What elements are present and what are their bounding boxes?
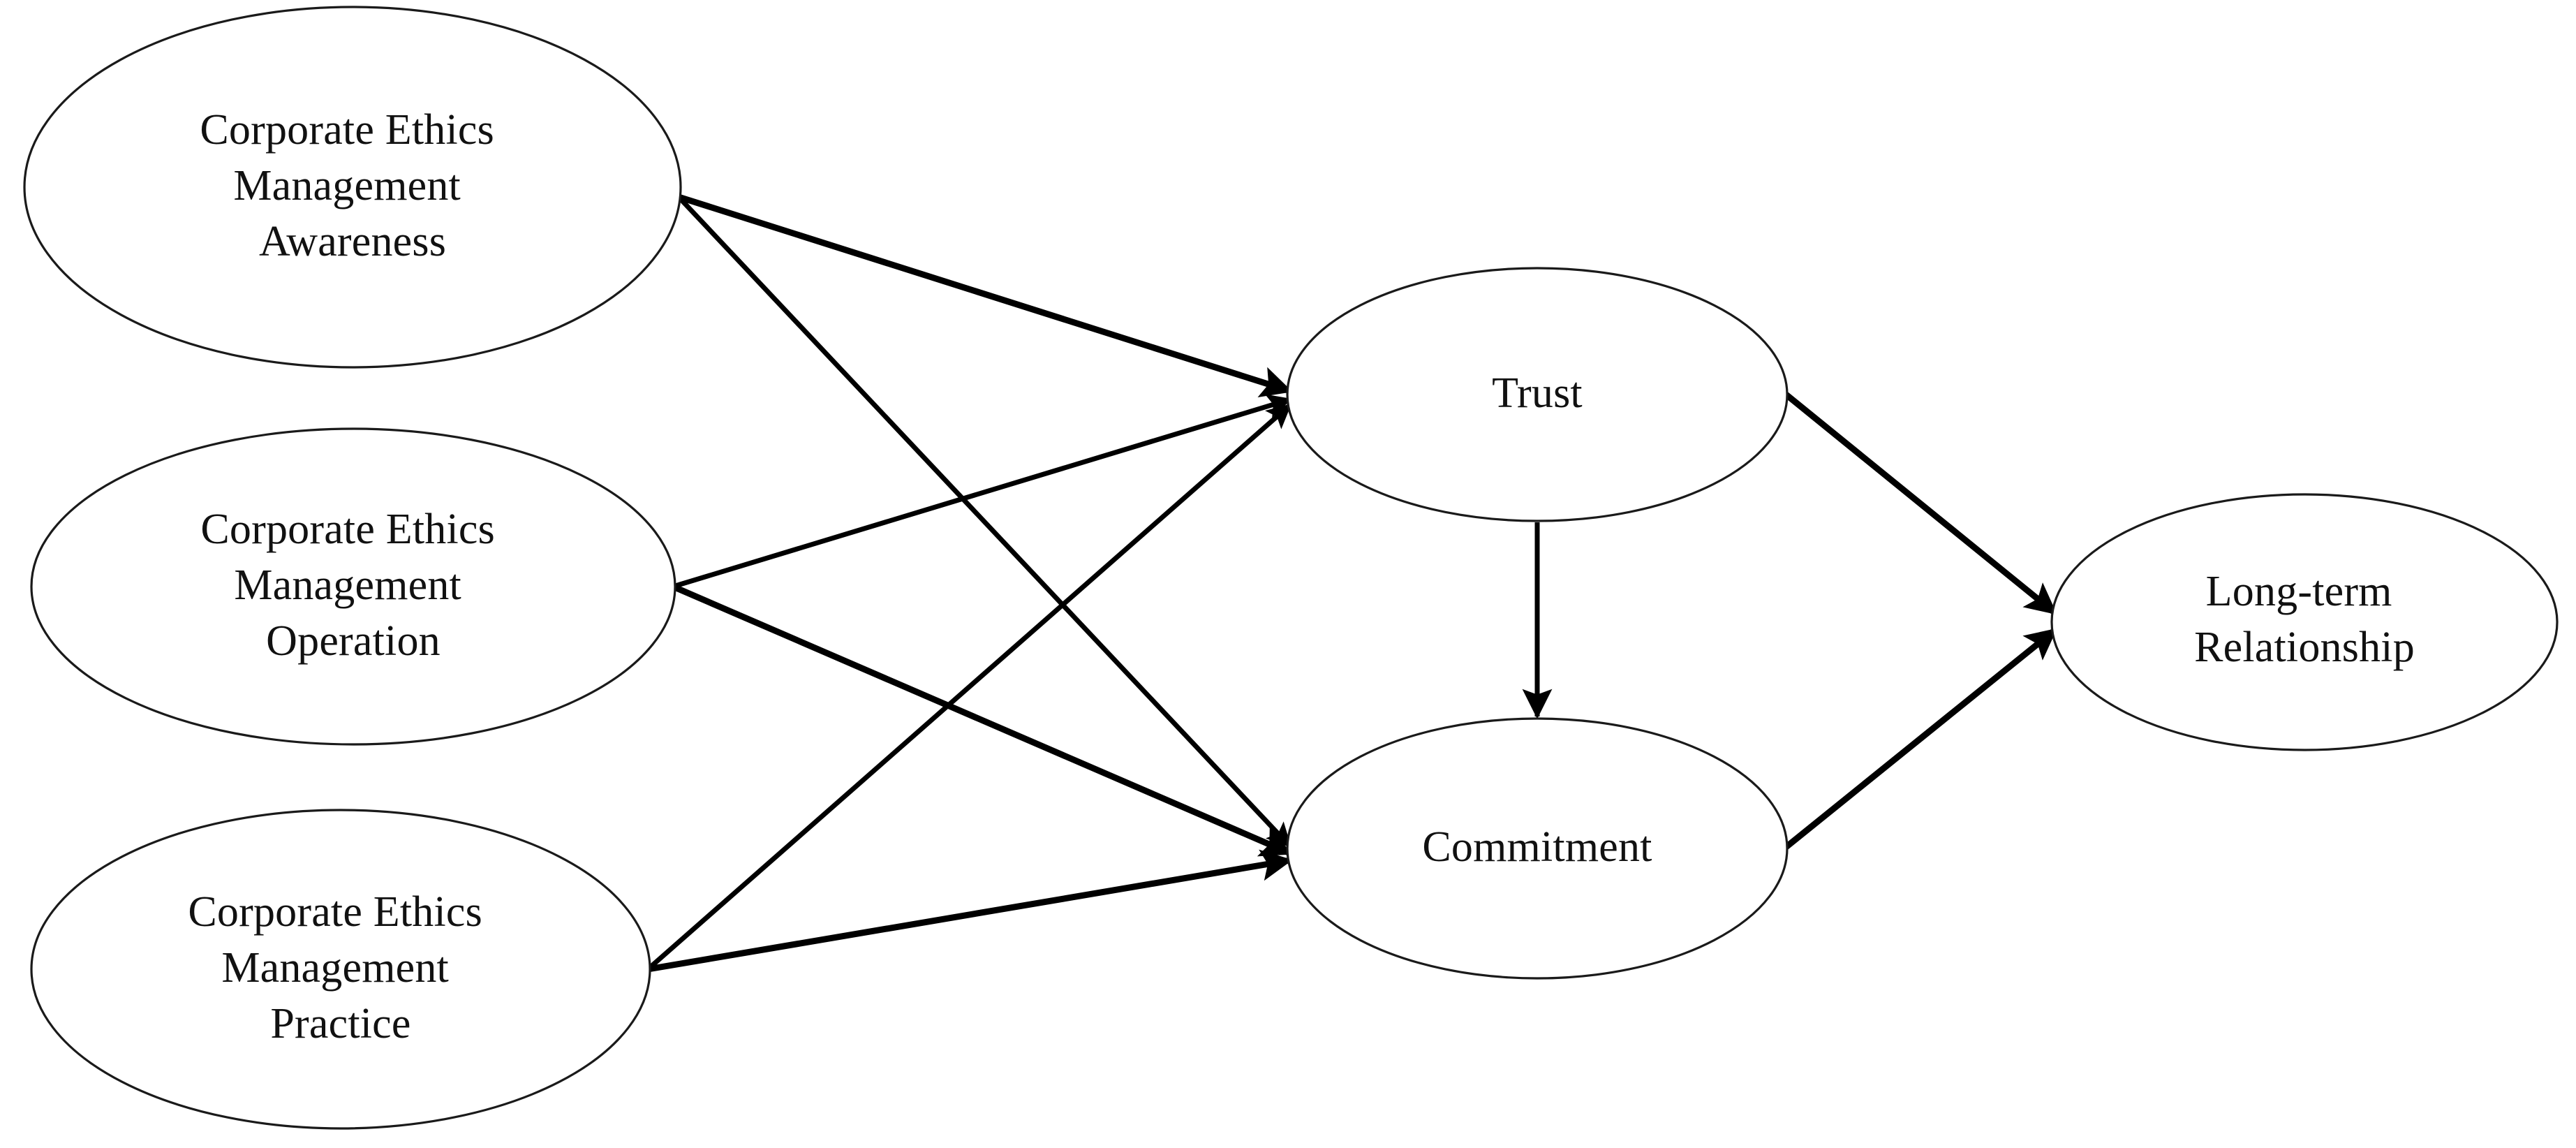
node-longterm-relationship-label: Long-term Relationship — [2194, 568, 2415, 671]
edge-operation-to-trust — [672, 394, 1292, 589]
edge-practice-to-trust — [646, 403, 1292, 971]
edges-layer — [646, 193, 2057, 973]
node-practice-label-line3: Practice — [270, 1000, 410, 1047]
node-longterm-relationship[interactable]: Long-term Relationship — [2050, 493, 2559, 751]
edge-trust-to-longterm-relationship — [1782, 390, 2057, 616]
node-commitment-shape — [1286, 717, 1789, 980]
node-longterm-relationship-label-line2: Relationship — [2194, 624, 2415, 671]
node-commitment[interactable]: Commitment — [1286, 717, 1789, 980]
node-practice-shape — [30, 809, 651, 1130]
node-trust[interactable]: Trust — [1286, 267, 1789, 522]
node-trust-label-line1: Trust — [1492, 369, 1583, 417]
node-awareness-label: Corporate Ethics Management Awareness — [200, 106, 505, 265]
node-corporate-ethics-management-operation[interactable]: Corporate Ethics Management Operation — [30, 427, 676, 746]
edge-awareness-to-commitment — [676, 195, 1292, 848]
edge-operation-to-commitment — [672, 583, 1293, 857]
edge-awareness-to-trust — [677, 193, 1293, 398]
node-corporate-ethics-management-practice[interactable]: Corporate Ethics Management Practice — [30, 809, 651, 1130]
node-commitment-label: Commitment — [1422, 823, 1652, 871]
node-operation-label: Corporate Ethics Management Operation — [200, 506, 505, 665]
node-operation-shape — [30, 427, 676, 746]
node-awareness-label-line2: Management — [233, 162, 461, 209]
node-awareness-label-line1: Corporate Ethics — [200, 106, 494, 154]
node-trust-label: Trust — [1492, 369, 1583, 417]
node-operation-label-line1: Corporate Ethics — [200, 506, 495, 553]
node-trust-shape — [1286, 267, 1789, 522]
node-operation-label-line3: Operation — [266, 617, 441, 665]
edge-practice-to-commitment — [647, 849, 1293, 973]
node-awareness-label-line3: Awareness — [259, 218, 446, 265]
node-corporate-ethics-management-awareness[interactable]: Corporate Ethics Management Awareness — [23, 6, 682, 369]
node-practice-label-line1: Corporate Ethics — [188, 888, 482, 936]
node-practice-label-line2: Management — [221, 944, 449, 992]
node-commitment-label-line1: Commitment — [1422, 823, 1652, 871]
node-practice-label: Corporate Ethics Management Practice — [188, 888, 493, 1047]
node-operation-label-line2: Management — [234, 561, 461, 609]
edge-commitment-to-longterm-relationship — [1782, 627, 2057, 851]
node-longterm-relationship-label-line1: Long-term — [2206, 568, 2392, 615]
node-longterm-relationship-shape — [2050, 493, 2559, 751]
node-awareness-shape — [23, 6, 682, 369]
